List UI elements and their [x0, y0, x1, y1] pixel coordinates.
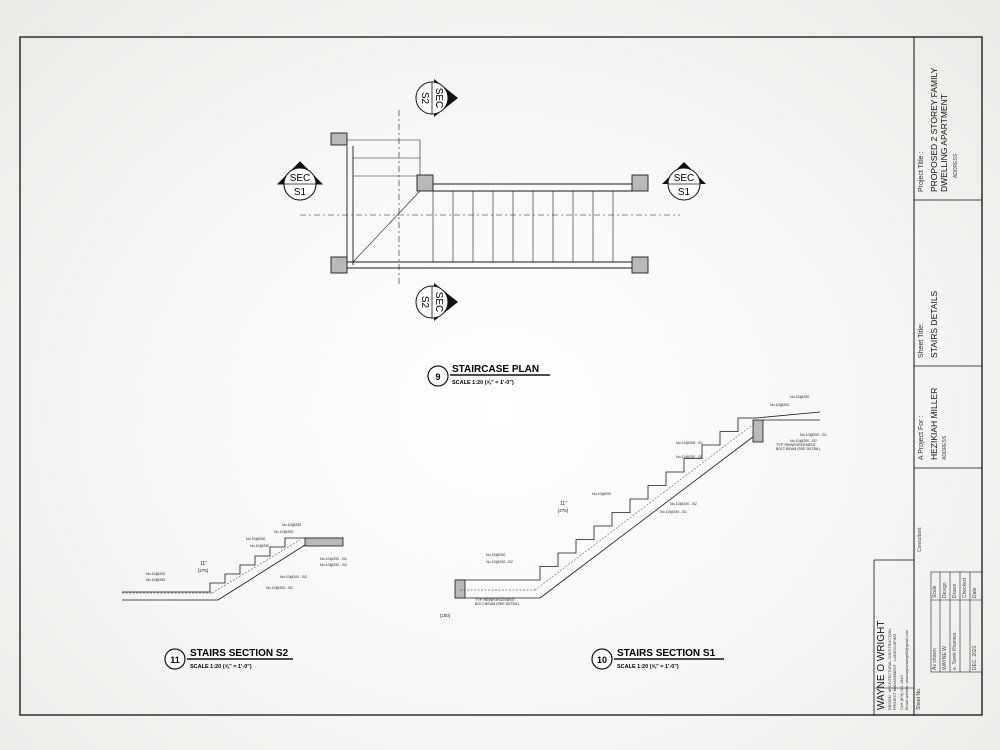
s1-note: No.10@250 - B1 — [676, 441, 703, 445]
info-label-drawn: Drawn — [952, 583, 958, 598]
s2-dim: 11" — [200, 561, 207, 567]
info-label-scale: Scale — [932, 585, 938, 598]
info-value-date: DEC. 2021 — [972, 645, 978, 670]
sheet-title: STAIRS DETAILS — [929, 290, 939, 358]
s1-title: 10 STAIRS SECTION S1 SCALE 1:20 (⅝" = 1'… — [591, 648, 724, 670]
s2-note: No.10@250 - B1 — [320, 557, 347, 561]
s1-scale: SCALE 1:20 (⅝" = 1'-0") — [617, 664, 679, 670]
s1-beam-note2: BOLT BEAM (SEE DETAIL) — [776, 447, 820, 451]
consultant-label: Consultant: — [917, 526, 923, 552]
section-marker-s2-bottom[interactable]: SEC S2 — [415, 283, 458, 321]
s1-note: No.10@250 — [790, 395, 809, 399]
s2-note: No.10@200 - B2 — [280, 575, 307, 579]
info-value-design: WAYNE W. — [942, 645, 948, 670]
s2-note: No.10@250 — [250, 544, 269, 548]
s1-beam-note: TYP. REINFORCEMENT — [776, 443, 817, 447]
client-name: HEZIKIAH MILLER — [929, 387, 939, 460]
sec-label: SEC — [674, 173, 695, 184]
marker-s2-label: S2 — [419, 296, 430, 309]
project-title-line2: DWELLING APARTMENT — [939, 94, 949, 192]
s2-dim: [275] — [198, 568, 208, 573]
s1-dim: 11" — [560, 501, 567, 507]
s1-note: No.10@200 - B1 — [800, 433, 827, 437]
s2-note: No.10@250 — [146, 578, 165, 582]
s1-note: No.10@200 — [770, 403, 789, 407]
marker-s1-label: S1 — [678, 187, 691, 198]
s1-dim: [150] — [440, 613, 450, 618]
s2-title-text: STAIRS SECTION S2 — [190, 648, 289, 659]
section-marker-s1-right[interactable]: SEC S1 — [662, 162, 706, 201]
s2-note: No.10@200 — [146, 572, 165, 576]
client-address: ADDRESS — [942, 435, 948, 460]
project-title-label: Project Title : — [918, 151, 925, 192]
s1-annotations: No.10@250 No.10@200 No.10@200 - B1 No.10… — [440, 395, 827, 618]
s1-title-text: STAIRS SECTION S1 — [617, 648, 716, 659]
plan-title-text: STAIRCASE PLAN — [452, 364, 539, 375]
s1-note: No.10@250 — [486, 553, 505, 557]
project-address: ADDRESS — [953, 153, 959, 178]
marker-s1-label: S1 — [294, 187, 307, 198]
section-marker-s2-top[interactable]: SEC S2 — [415, 79, 458, 117]
s1-note: No.10@250 - B2 — [486, 560, 513, 564]
firm-contact1: Cell: (876) 321-1843 — [900, 675, 904, 710]
info-label-date: Date — [972, 587, 978, 598]
plan-number: 9 — [435, 372, 440, 382]
staircase-plan — [300, 110, 680, 285]
s1-note: No.10@200 - B2 — [790, 439, 817, 443]
info-label-design: Design — [942, 582, 948, 598]
stairs-section-s1 — [454, 411, 821, 599]
s2-note: No.10@200 - B1 — [266, 586, 293, 590]
s1-note: No.10@250 - B2 — [676, 455, 703, 459]
section-marker-s1-left[interactable]: SEC S1 — [276, 161, 324, 201]
sec-label: SEC — [433, 88, 444, 109]
info-value-scale: As shown — [932, 648, 938, 670]
s2-title: 11 STAIRS SECTION S2 SCALE 1:20 (⅝" = 1'… — [164, 648, 293, 670]
s1-note: No.10@200 - B1 — [660, 510, 687, 514]
sheet-no-label: Sheet No. — [916, 687, 922, 710]
s2-note: No.10@200 — [246, 537, 265, 541]
s1-note: No.10@200 - B2 — [670, 502, 697, 506]
s2-annotations: No.10@250 No.10@200 No.10@200 No.10@250 … — [146, 523, 347, 590]
info-label-checked: Checked — [962, 578, 968, 598]
firm-contact2: Email: website: www.wynonwright3@gmail.c… — [905, 629, 909, 710]
stairs-section-s2 — [122, 537, 344, 601]
s1-dim: [275] — [558, 508, 568, 513]
firm-sub1: DESIGN · ARCHITECTURAL CONSTRUCTION — [888, 628, 892, 710]
s1-beam-note: TYP. REINFORCEMENT — [475, 598, 516, 602]
s1-note: No.10@200 — [592, 492, 611, 496]
sec-label: SEC — [433, 292, 444, 313]
sheet-title-label: Sheet Title: — [918, 322, 925, 358]
sec-label: SEC — [290, 173, 311, 184]
s2-note: No.10@250 — [282, 523, 301, 527]
plan-title: 9 STAIRCASE PLAN SCALE 1:20 (⅝" = 1'-0") — [427, 364, 550, 387]
s2-scale: SCALE 1:20 (⅝" = 1'-0") — [190, 664, 252, 670]
s1-beam-note2: BOLT BEAM (SEE DETAIL) — [475, 602, 519, 606]
firm-sub2: PROJECT MANAGEMENT · LANDSCAPING — [893, 633, 897, 710]
info-value-drawn: e. Tarek Khames — [952, 632, 958, 670]
sheet-border — [19, 36, 983, 716]
project-for-label: A Project For : — [918, 415, 925, 460]
s2-note: No.10@250 - B2 — [320, 563, 347, 567]
info-table — [930, 571, 983, 673]
marker-s2-label: S2 — [419, 92, 430, 105]
s2-number: 11 — [170, 655, 180, 665]
s2-note: No.10@200 — [274, 530, 293, 534]
project-title-line1: PROPOSED 2 STOREY FAMILY — [929, 67, 939, 192]
plan-scale: SCALE 1:20 (⅝" = 1'-0") — [452, 380, 514, 386]
firm-name: WAYNE O WRIGHT — [876, 620, 887, 710]
s1-number: 10 — [597, 655, 607, 665]
